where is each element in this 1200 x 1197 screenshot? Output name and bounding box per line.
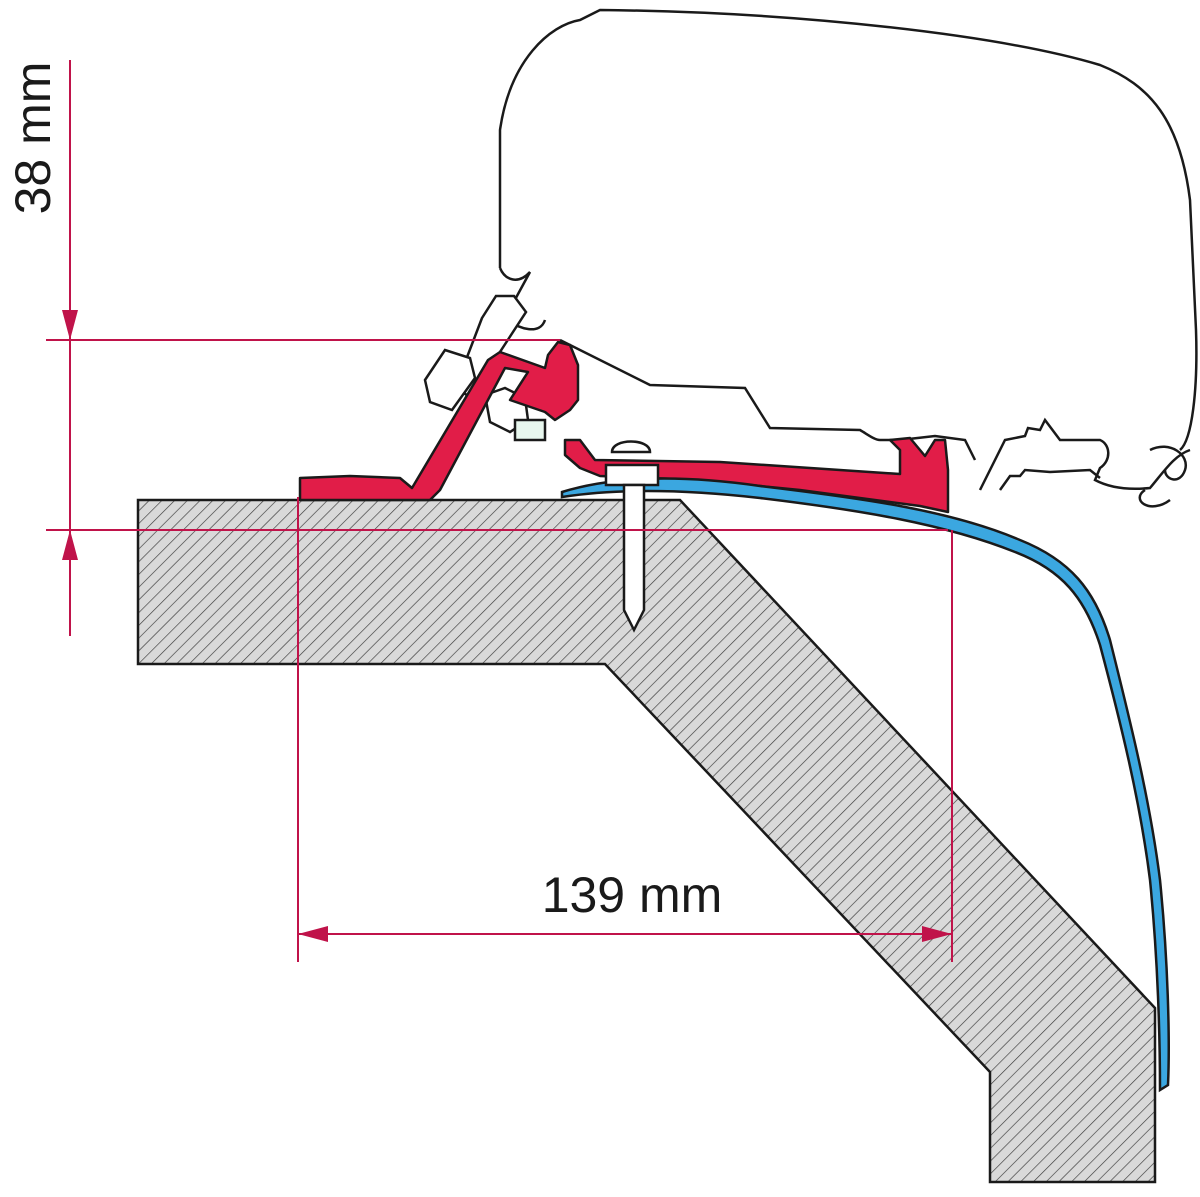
height-dimension-label: 38 mm	[5, 62, 61, 215]
height-dimension	[46, 60, 948, 636]
screw	[604, 440, 660, 633]
awning-case-roll-end	[1138, 445, 1187, 508]
width-dimension	[297, 497, 953, 962]
awning-case-profile-right	[978, 417, 1191, 491]
roof-wall-section	[136, 498, 1157, 1184]
width-dimension-label: 139 mm	[542, 867, 723, 923]
awning-case-outline	[498, 8, 1198, 461]
seal-strip	[560, 477, 1170, 1093]
bolt-assembly	[423, 294, 547, 442]
